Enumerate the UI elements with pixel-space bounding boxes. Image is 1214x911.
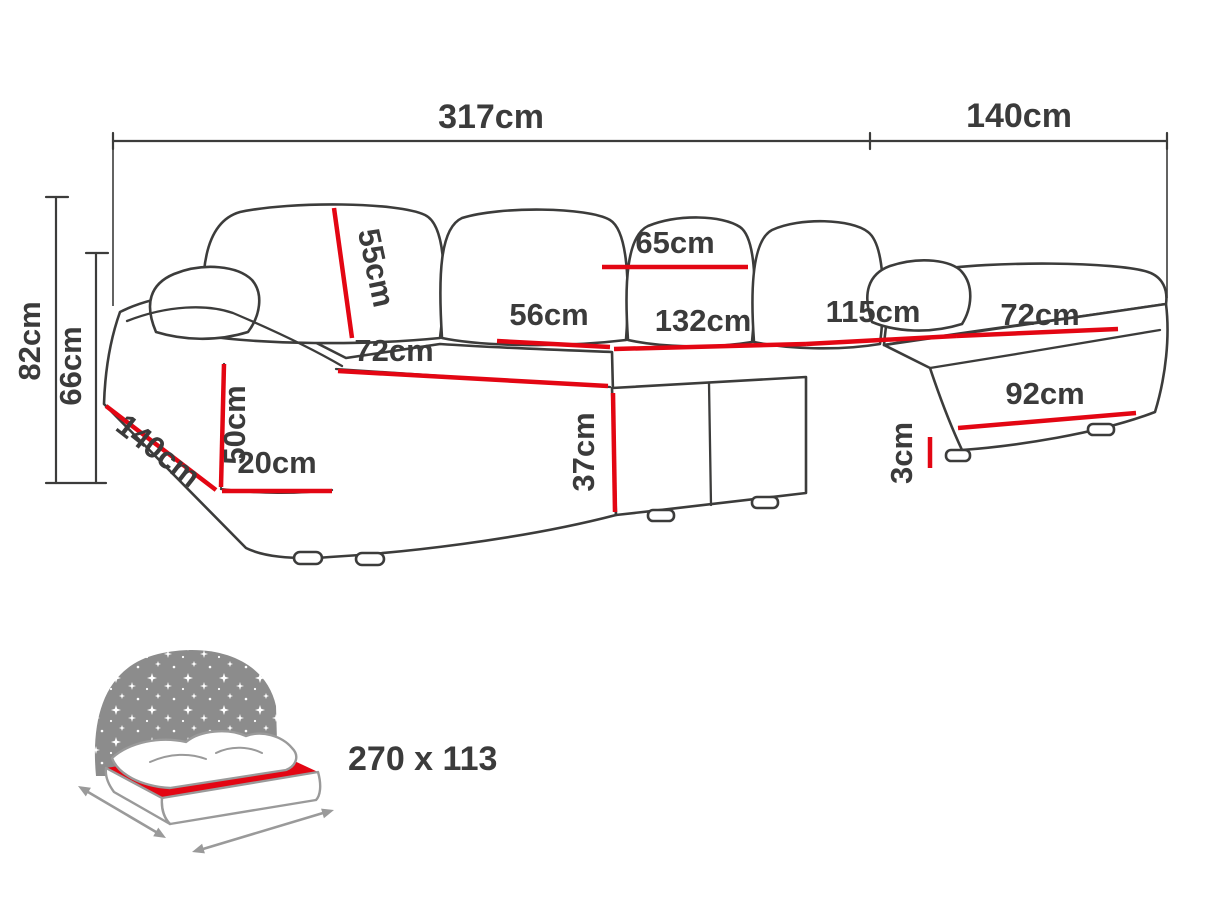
dim-line-115: [805, 333, 957, 347]
label-right-chaise-length: 92cm: [1005, 376, 1084, 411]
right-chaise-front-edge: [928, 328, 1162, 370]
right-corner-pillow: [866, 259, 972, 332]
red-dimension-lines: [104, 207, 1137, 513]
bed-blanket: [110, 730, 298, 790]
label-seat-depth: 56cm: [509, 297, 588, 332]
label-total-height: 82cm: [12, 301, 47, 380]
dim-line-92: [957, 410, 1137, 431]
bed-blanket-fold: [215, 746, 263, 754]
dim-line-72-left: [337, 368, 609, 389]
label-armrest-height: 50cm: [217, 385, 252, 464]
label-seat-height: 37cm: [566, 412, 601, 491]
dim-line-55: [331, 207, 355, 339]
arrowhead: [192, 843, 205, 854]
back-cushion-1: [201, 203, 446, 345]
arrowhead: [153, 827, 166, 838]
sleeping-area-icon: 270 x 113: [78, 649, 497, 854]
bed-blanket-fold: [149, 753, 207, 763]
armrest-inner-edge: [125, 306, 344, 368]
bed-length-arrow: [201, 811, 325, 851]
sleeping-area-size: 270 x 113: [348, 740, 497, 778]
sofa-foot: [292, 550, 324, 566]
sofa-foot: [750, 495, 780, 510]
dim-line-132: [613, 341, 807, 352]
outer-dimension-lines: [44, 131, 1169, 485]
arrowhead: [78, 786, 91, 797]
left-corner-pillow: [148, 265, 261, 341]
sofa-foot: [646, 508, 676, 523]
back-cushion-4: [751, 219, 885, 350]
bed-left-face: [104, 766, 172, 826]
sofa-foot: [1086, 422, 1116, 437]
dim-line-50: [218, 363, 227, 488]
label-backrest-height: 66cm: [53, 326, 88, 405]
dim-line-56: [496, 338, 611, 350]
dim-line-140-chaise: [104, 404, 218, 492]
label-right-side-depth: 140cm: [966, 97, 1072, 135]
label-total-width: 317cm: [438, 98, 544, 136]
label-back-cushion-width: 65cm: [635, 225, 714, 260]
label-middle-seat-width: 132cm: [655, 303, 752, 338]
label-armrest-width: 20cm: [237, 445, 316, 480]
label-right-chaise-width: 72cm: [1000, 297, 1079, 332]
bed-width-arrow: [86, 790, 158, 834]
middle-seat-seam: [707, 381, 713, 507]
dim-line-37: [610, 392, 618, 513]
label-right-seat-width: 115cm: [826, 294, 921, 329]
dimension-labels: 317cm 140cm 82cm 66cm 55cm 65cm 56cm 132…: [12, 97, 1085, 494]
sofa-drawing: [102, 203, 1169, 567]
sofa-foot: [944, 448, 972, 463]
label-left-seat-width: 72cm: [354, 333, 433, 368]
dim-line-72-right: [955, 326, 1119, 339]
sofa-foot: [354, 551, 386, 567]
label-leg-height: 3cm: [884, 422, 919, 484]
arrowhead: [321, 808, 334, 819]
